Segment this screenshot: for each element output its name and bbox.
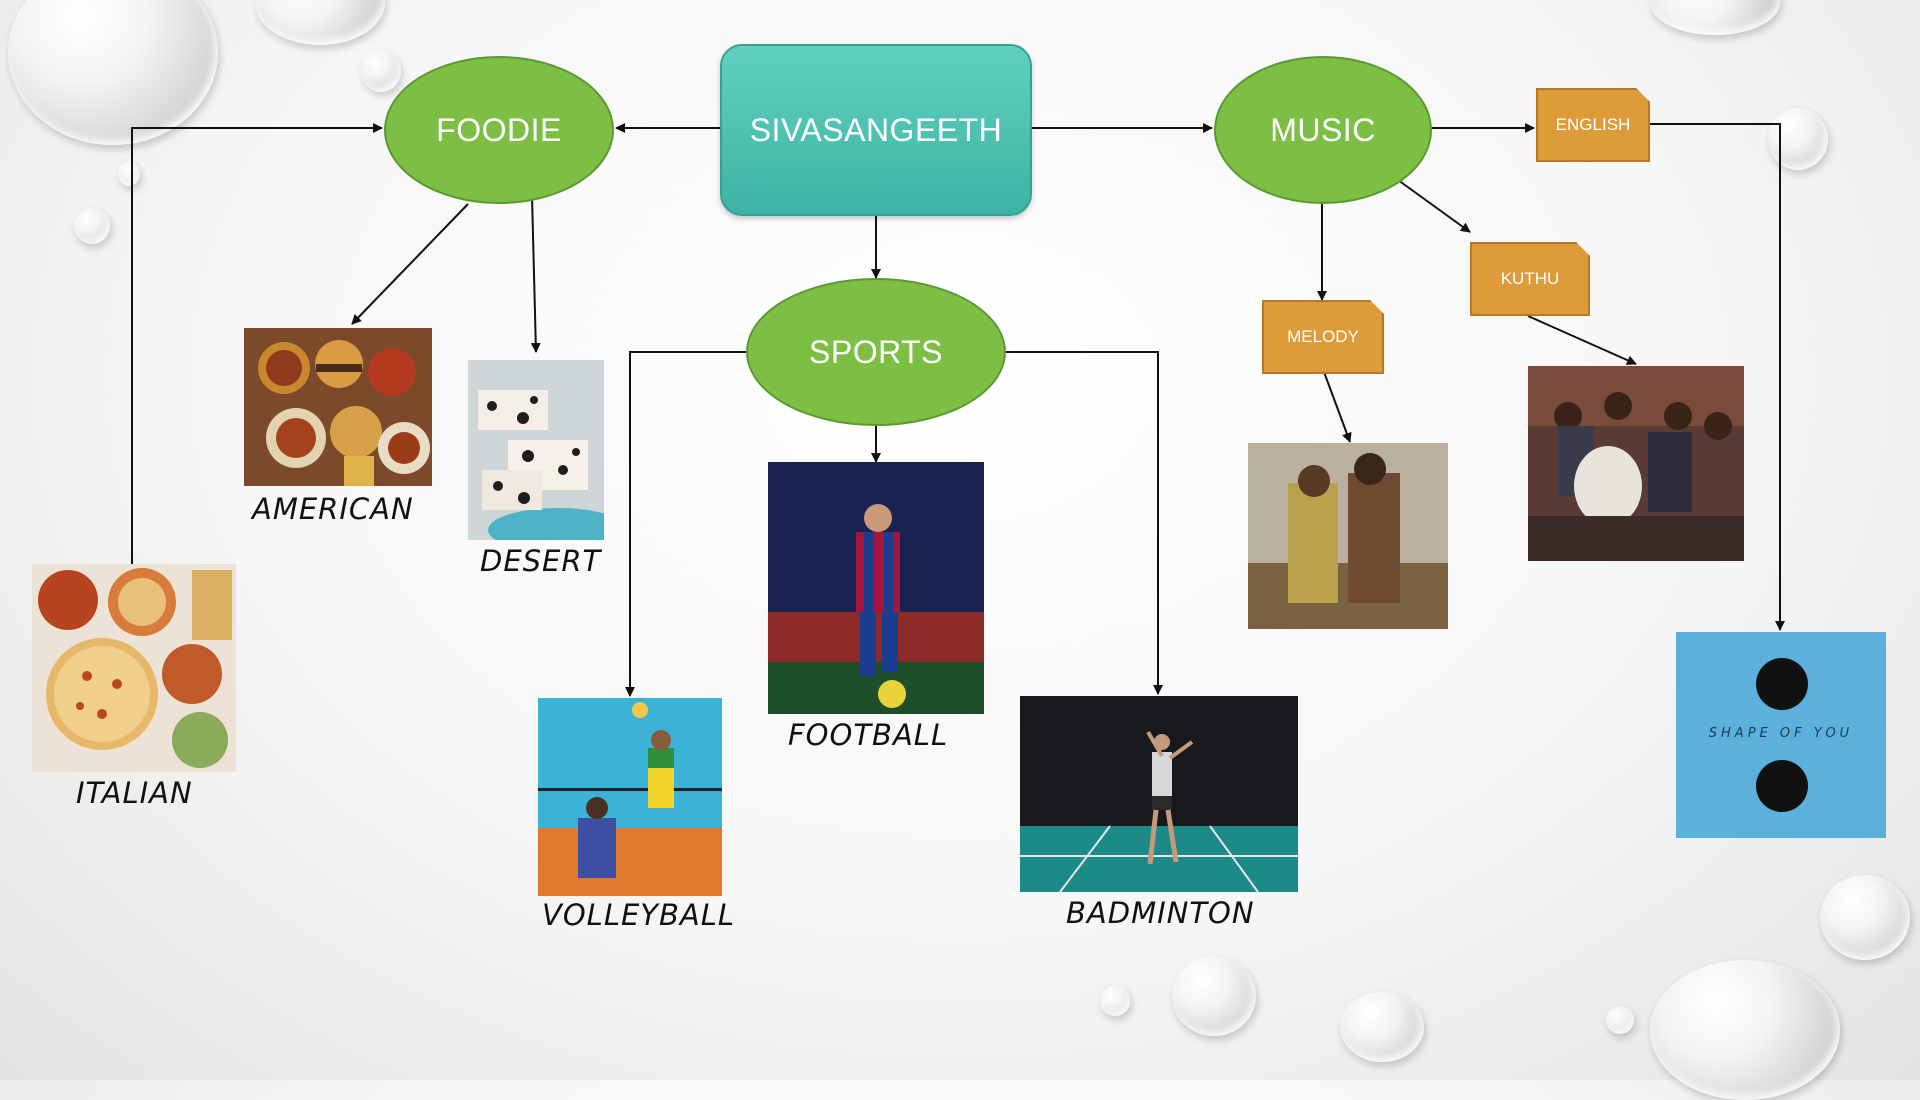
melody-label: MELODY	[1287, 327, 1359, 346]
melody-tag: MELODY	[1262, 300, 1384, 374]
football-image	[768, 462, 984, 714]
connector-melody-image	[1323, 371, 1352, 443]
italian-food-image	[32, 564, 236, 772]
water-drop-decoration	[8, 0, 218, 145]
melody-image	[1248, 443, 1448, 629]
water-drop-decoration	[361, 50, 401, 92]
connector-italian-foodie	[131, 123, 383, 564]
water-drop-decoration	[1340, 992, 1424, 1062]
connector-music-kuthu	[1397, 179, 1471, 233]
kuthu-image	[1528, 366, 1744, 561]
football-label: FOOTBALL	[788, 718, 949, 752]
album-title-text: SHAPE OF YOU	[1708, 726, 1854, 741]
connector-sports-volleyball	[625, 351, 748, 697]
american-label: AMERICAN	[252, 492, 414, 526]
connector-foodie-desert	[530, 195, 541, 353]
english-label: ENGLISH	[1555, 115, 1631, 134]
water-drop-decoration	[1100, 986, 1130, 1016]
volleyball-label: VOLLEYBALL	[542, 898, 736, 932]
italian-label: ITALIAN	[76, 776, 193, 810]
connector-kuthu-image	[1527, 315, 1637, 365]
water-drop-decoration	[1768, 108, 1828, 170]
kuthu-tag: KUTHU	[1470, 242, 1590, 316]
root-label: SIVASANGEETH	[749, 111, 1003, 148]
sports-node: SPORTS	[746, 278, 1006, 426]
volleyball-image	[538, 698, 722, 896]
foodie-label: FOODIE	[436, 111, 562, 148]
connector-foodie-american	[351, 203, 469, 325]
water-drop-decoration	[1172, 956, 1256, 1036]
kuthu-label: KUTHU	[1500, 269, 1560, 288]
water-drop-decoration	[1606, 1006, 1634, 1034]
water-drop-decoration	[74, 208, 110, 244]
english-tag: ENGLISH	[1536, 88, 1650, 162]
shape-of-you-album-image: SHAPE OF YOU	[1676, 632, 1886, 838]
music-node: MUSIC	[1214, 56, 1432, 204]
music-label: MUSIC	[1270, 111, 1376, 148]
american-food-image	[244, 328, 432, 486]
foodie-node: FOODIE	[384, 56, 614, 204]
badminton-label: BADMINTON	[1066, 896, 1255, 930]
connector-sports-badminton	[1004, 351, 1163, 695]
water-drop-decoration	[1650, 960, 1840, 1100]
water-drop-decoration	[1820, 875, 1910, 960]
connector-english-album	[1650, 123, 1785, 631]
sports-label: SPORTS	[809, 333, 943, 370]
badminton-image	[1020, 696, 1298, 892]
root-node: SIVASANGEETH	[720, 44, 1032, 216]
desert-label: DESERT	[480, 544, 602, 578]
water-drop-decoration	[118, 162, 140, 186]
dessert-image	[468, 360, 604, 540]
